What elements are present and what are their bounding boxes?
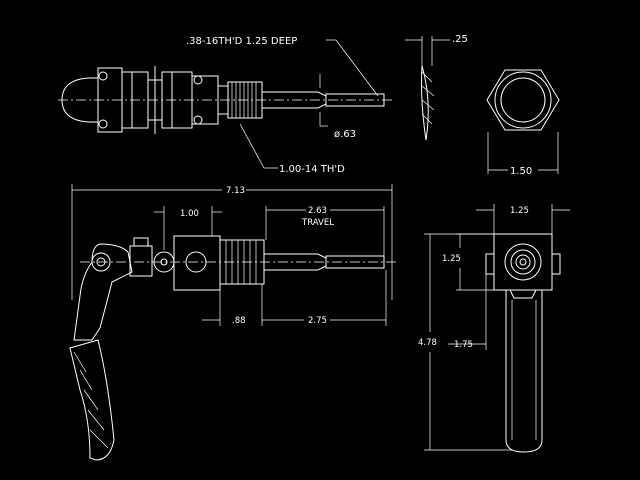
hex-width-dim: 1.50 [510,166,532,177]
end-pin-right [551,253,561,275]
end-width-dim: 1.25 [510,206,529,216]
travel-label: TRAVEL [301,218,334,228]
end-height-dim: 1.25 [442,254,461,264]
linkage-arm [129,245,153,277]
hex-nut-chamfer [494,71,552,129]
tap-note-leader [326,39,379,97]
yoke-pin-bottom [98,119,108,129]
plunger-tip [325,93,385,107]
thread-note-leader [239,123,278,169]
body-front [191,75,219,125]
hex-end-view: 1.50 [486,69,560,177]
body-length-dim: .88 [232,316,246,326]
travel-dim: 2.63 [308,206,327,216]
tap-note-callout: .38-16TH'D 1.25 DEEP [186,36,297,47]
end-boss [504,243,542,281]
bore-dia-callout: ø.63 [334,129,356,140]
thread-note-callout: 1.00-14 TH'D [279,164,345,175]
washer-profile [421,65,429,141]
side-body [173,235,221,291]
washer-thickness-label: .25 [452,34,468,45]
overall-length-dim: 7.13 [226,186,245,196]
side-view: 7.13 1.00 2.63 TRAVEL .88 2.75 [69,184,398,461]
top-view: ø.63 .38-16TH'D 1.25 DEEP 1.00-14 TH'D [58,36,392,175]
hex-nut-bore [500,77,546,123]
handle-grip [69,339,115,461]
side-thread-section [219,239,265,285]
yoke-pin-top [98,71,108,81]
handle-offset-dim: 1.75 [454,340,473,350]
hex-nut-outline [486,69,560,131]
handle-pivot [91,252,111,272]
washer-view: .25 [405,34,468,141]
plunger-length-dim: 2.75 [308,316,327,326]
thread-section [227,81,263,119]
end-pin-left [485,253,495,275]
side-plunger-tip [325,255,385,269]
pivot-to-body-dim: 1.00 [180,209,199,219]
overall-height-dim: 4.78 [418,338,437,348]
end-body [493,233,553,291]
end-view: 1.25 1.25 1.75 4.78 [418,204,570,453]
handle-upper [73,243,133,341]
body-pin [185,251,207,273]
end-handle [505,290,543,453]
